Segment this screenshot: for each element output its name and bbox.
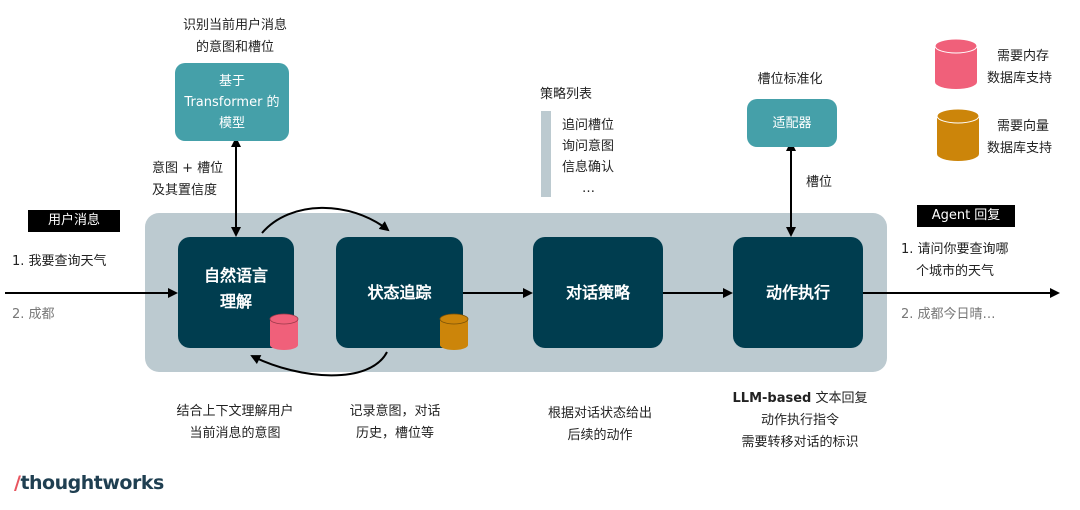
action-desc-line2: 动作执行指令 [760, 413, 839, 428]
action-node[interactable]: 动作执行 [733, 237, 863, 348]
model-caption: 识别当前用户消息 的意图和槽位 [160, 15, 310, 59]
memory-db-legend-text: 需要内存 数据库支持 [987, 46, 1052, 90]
output-message-2: 2. 成都今日晴… [901, 307, 996, 322]
strategy-item: 信息确认 [562, 160, 615, 175]
nlu-label-line1: 自然语言 [203, 265, 268, 285]
action-desc-line1-rest: 文本回复 [811, 391, 868, 406]
vector-db-legend-text: 需要向量 数据库支持 [987, 116, 1052, 160]
strategy-item: 追问槽位 [562, 118, 615, 133]
policy-desc-line1: 根据对话状态给出 [547, 406, 652, 421]
output-message-1a: 1. 请问你要查询哪 [901, 242, 1009, 257]
memory-db-legend-icon [934, 38, 978, 89]
logo-text: thoughtworks [20, 472, 164, 494]
vector-db-icon [439, 313, 469, 350]
edge-label-line1: 意图 + 槽位 [152, 161, 224, 176]
nlu-to-dst-curve [261, 206, 390, 234]
nlu-desc-line2: 当前消息的意图 [189, 426, 281, 441]
policy-node[interactable]: 对话策略 [533, 237, 663, 348]
nlu-desc-line1: 结合上下文理解用户 [176, 404, 294, 419]
dst-desc-line1: 记录意图，对话 [349, 404, 441, 419]
model-line2: Transformer 的 [184, 94, 280, 110]
strategy-item: 询问意图 [562, 139, 615, 154]
transformer-model-box: 基于 Transformer 的 模型 [175, 63, 289, 141]
intent-slot-edge-label: 意图 + 槽位 及其置信度 [152, 158, 223, 202]
policy-description: 根据对话状态给出 后续的动作 [530, 403, 670, 447]
action-desc-line3: 需要转移对话的标识 [741, 435, 859, 450]
input-message-2: 2. 成都 [12, 307, 55, 322]
strategy-list-bar [541, 111, 551, 197]
logo-slash: / [14, 472, 21, 494]
dst-to-nlu-curve [250, 351, 388, 377]
vector-legend-line2: 数据库支持 [987, 141, 1053, 156]
model-caption-line2: 的意图和槽位 [195, 40, 274, 55]
thoughtworks-logo: /thoughtworks [14, 472, 164, 494]
adapter-caption: 槽位标准化 [757, 72, 823, 87]
action-desc-line1: LLM-based 文本回复 [715, 388, 885, 410]
edge-label-line2: 及其置信度 [152, 183, 218, 198]
action-description: LLM-based 文本回复 动作执行指令 需要转移对话的标识 [715, 388, 885, 454]
model-line1: 基于 [218, 73, 245, 89]
strategy-list-title: 策略列表 [540, 87, 593, 102]
model-caption-line1: 识别当前用户消息 [182, 18, 287, 33]
agent-reply-tag: Agent 回复 [917, 205, 1015, 227]
user-message-tag: 用户消息 [28, 210, 120, 232]
strategy-list: 追问槽位 询问意图 信息确认 … [562, 115, 614, 199]
adapter-box: 适配器 [747, 99, 837, 147]
nlu-description: 结合上下文理解用户 当前消息的意图 [155, 401, 315, 445]
memory-legend-line1: 需要内存 [997, 49, 1050, 64]
model-line3: 模型 [218, 115, 245, 131]
policy-desc-line2: 后续的动作 [567, 428, 633, 443]
nlu-label-line2: 理解 [219, 291, 252, 311]
llm-based-label: LLM-based [732, 391, 812, 406]
dst-desc-line2: 历史，槽位等 [355, 426, 434, 441]
slot-edge-label: 槽位 [806, 175, 833, 190]
memory-db-icon [269, 313, 299, 350]
vector-db-legend-icon [936, 108, 980, 161]
vector-legend-line1: 需要向量 [997, 119, 1050, 134]
strategy-item: … [582, 181, 595, 196]
dst-description: 记录意图，对话 历史，槽位等 [340, 401, 450, 445]
memory-legend-line2: 数据库支持 [987, 71, 1053, 86]
input-message-1: 1. 我要查询天气 [12, 254, 107, 269]
output-message-1b: 个城市的天气 [916, 264, 995, 279]
